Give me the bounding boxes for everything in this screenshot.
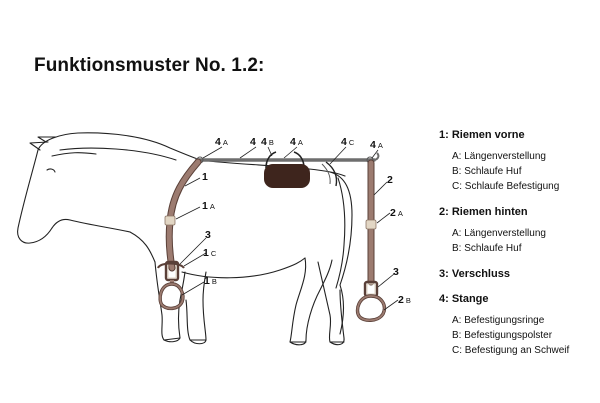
legend: 1: Riemen vorne A: Längenverstellung B: … bbox=[439, 128, 599, 369]
callout-front-strap: 1 bbox=[202, 171, 208, 183]
rear-strap bbox=[355, 159, 387, 322]
rod bbox=[195, 151, 380, 188]
legend-item: B: Schlaufe Huf bbox=[452, 243, 522, 254]
legend-item: A: Längenverstellung bbox=[452, 228, 546, 239]
callout-front-closure: 3 bbox=[205, 229, 211, 241]
rear-strap-adjuster bbox=[365, 219, 377, 230]
leader-lines bbox=[175, 146, 399, 311]
legend-item: B: Befestigungspolster bbox=[452, 330, 553, 341]
rod-end-hook bbox=[372, 152, 380, 161]
legend-item: A: Längenverstellung bbox=[452, 151, 546, 162]
front-strap-adjuster bbox=[164, 215, 176, 226]
callout-rear-strap: 2 bbox=[387, 174, 393, 186]
horse-outline bbox=[17, 132, 353, 346]
legend-heading: 4: Stange bbox=[439, 293, 489, 305]
callout-rod: 4 bbox=[250, 136, 256, 148]
legend-heading: 1: Riemen vorne bbox=[439, 129, 525, 141]
front-strap bbox=[157, 158, 202, 311]
legend-section-front-strap: 1: Riemen vorne A: Längenverstellung B: … bbox=[439, 128, 599, 194]
callout-rear-closure: 3 bbox=[393, 266, 399, 278]
legend-section-closure: 3: Verschluss bbox=[439, 267, 599, 281]
front-fixing-loop bbox=[157, 262, 185, 269]
legend-item: C: Befestigung an Schweif bbox=[452, 345, 570, 356]
legend-heading: 2: Riemen hinten bbox=[439, 206, 528, 218]
page-title: Funktionsmuster No. 1.2: bbox=[34, 55, 265, 76]
pad-strap-left bbox=[265, 151, 277, 169]
tail-attachment bbox=[325, 161, 338, 187]
legend-item: C: Schlaufe Befestigung bbox=[452, 181, 560, 192]
tail-attachment-inner bbox=[321, 163, 331, 185]
attachment-pad bbox=[264, 164, 310, 188]
legend-heading: 3: Verschluss bbox=[439, 268, 510, 280]
legend-section-rear-strap: 2: Riemen hinten A: Längenverstellung B:… bbox=[439, 205, 599, 256]
legend-section-rod: 4: Stange A: Befestigungsringe B: Befest… bbox=[439, 292, 599, 358]
legend-item: A: Befestigungsringe bbox=[452, 315, 545, 326]
legend-item: B: Schlaufe Huf bbox=[452, 166, 522, 177]
